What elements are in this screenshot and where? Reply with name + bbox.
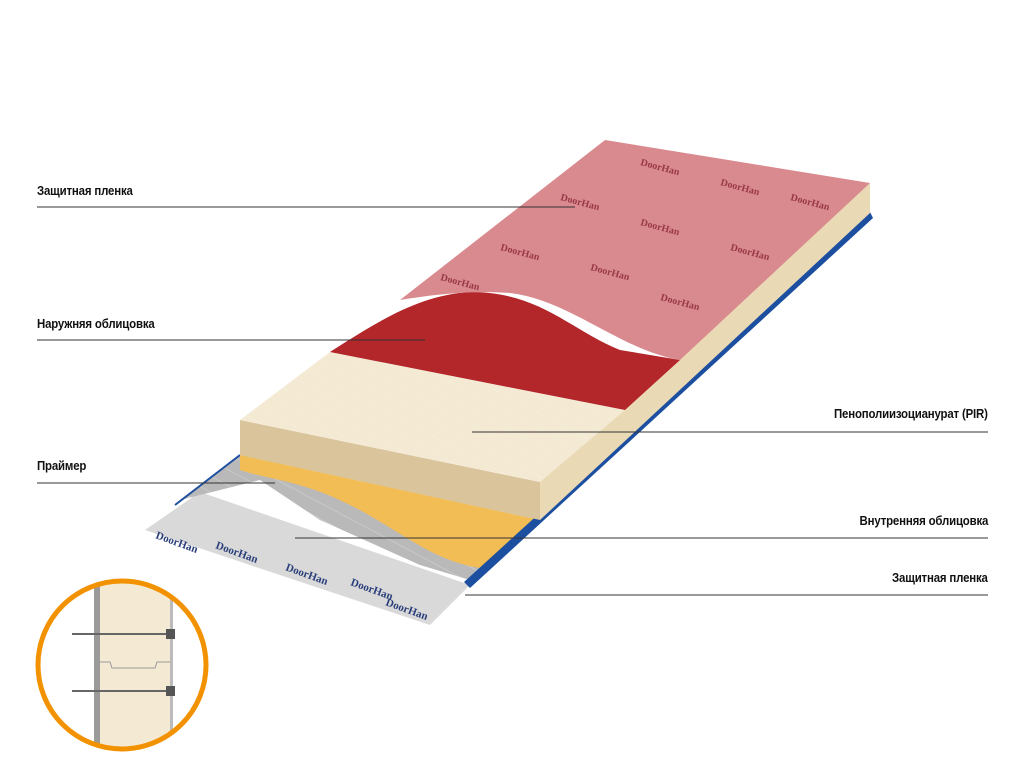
label-pir-foam: Пенополиизоцианурат (PIR) xyxy=(834,406,988,421)
foam-front xyxy=(240,420,540,520)
label-protective-film-top: Защитная пленка xyxy=(37,183,133,198)
label-inner-facing: Внутренняя облицовка xyxy=(859,513,988,528)
foam-side xyxy=(540,183,870,520)
bottom-film-layer xyxy=(145,492,470,625)
primer-layer xyxy=(240,455,540,568)
label-primer: Праймер xyxy=(37,458,87,473)
outer-facing-layer xyxy=(330,292,680,410)
label-outer-facing: Наружняя облицовка xyxy=(37,316,155,331)
top-film-layer xyxy=(400,140,870,360)
joint-detail-inset xyxy=(35,578,209,752)
label-protective-film-bottom: Защитная пленка xyxy=(892,570,988,585)
leader-lines xyxy=(37,206,988,596)
